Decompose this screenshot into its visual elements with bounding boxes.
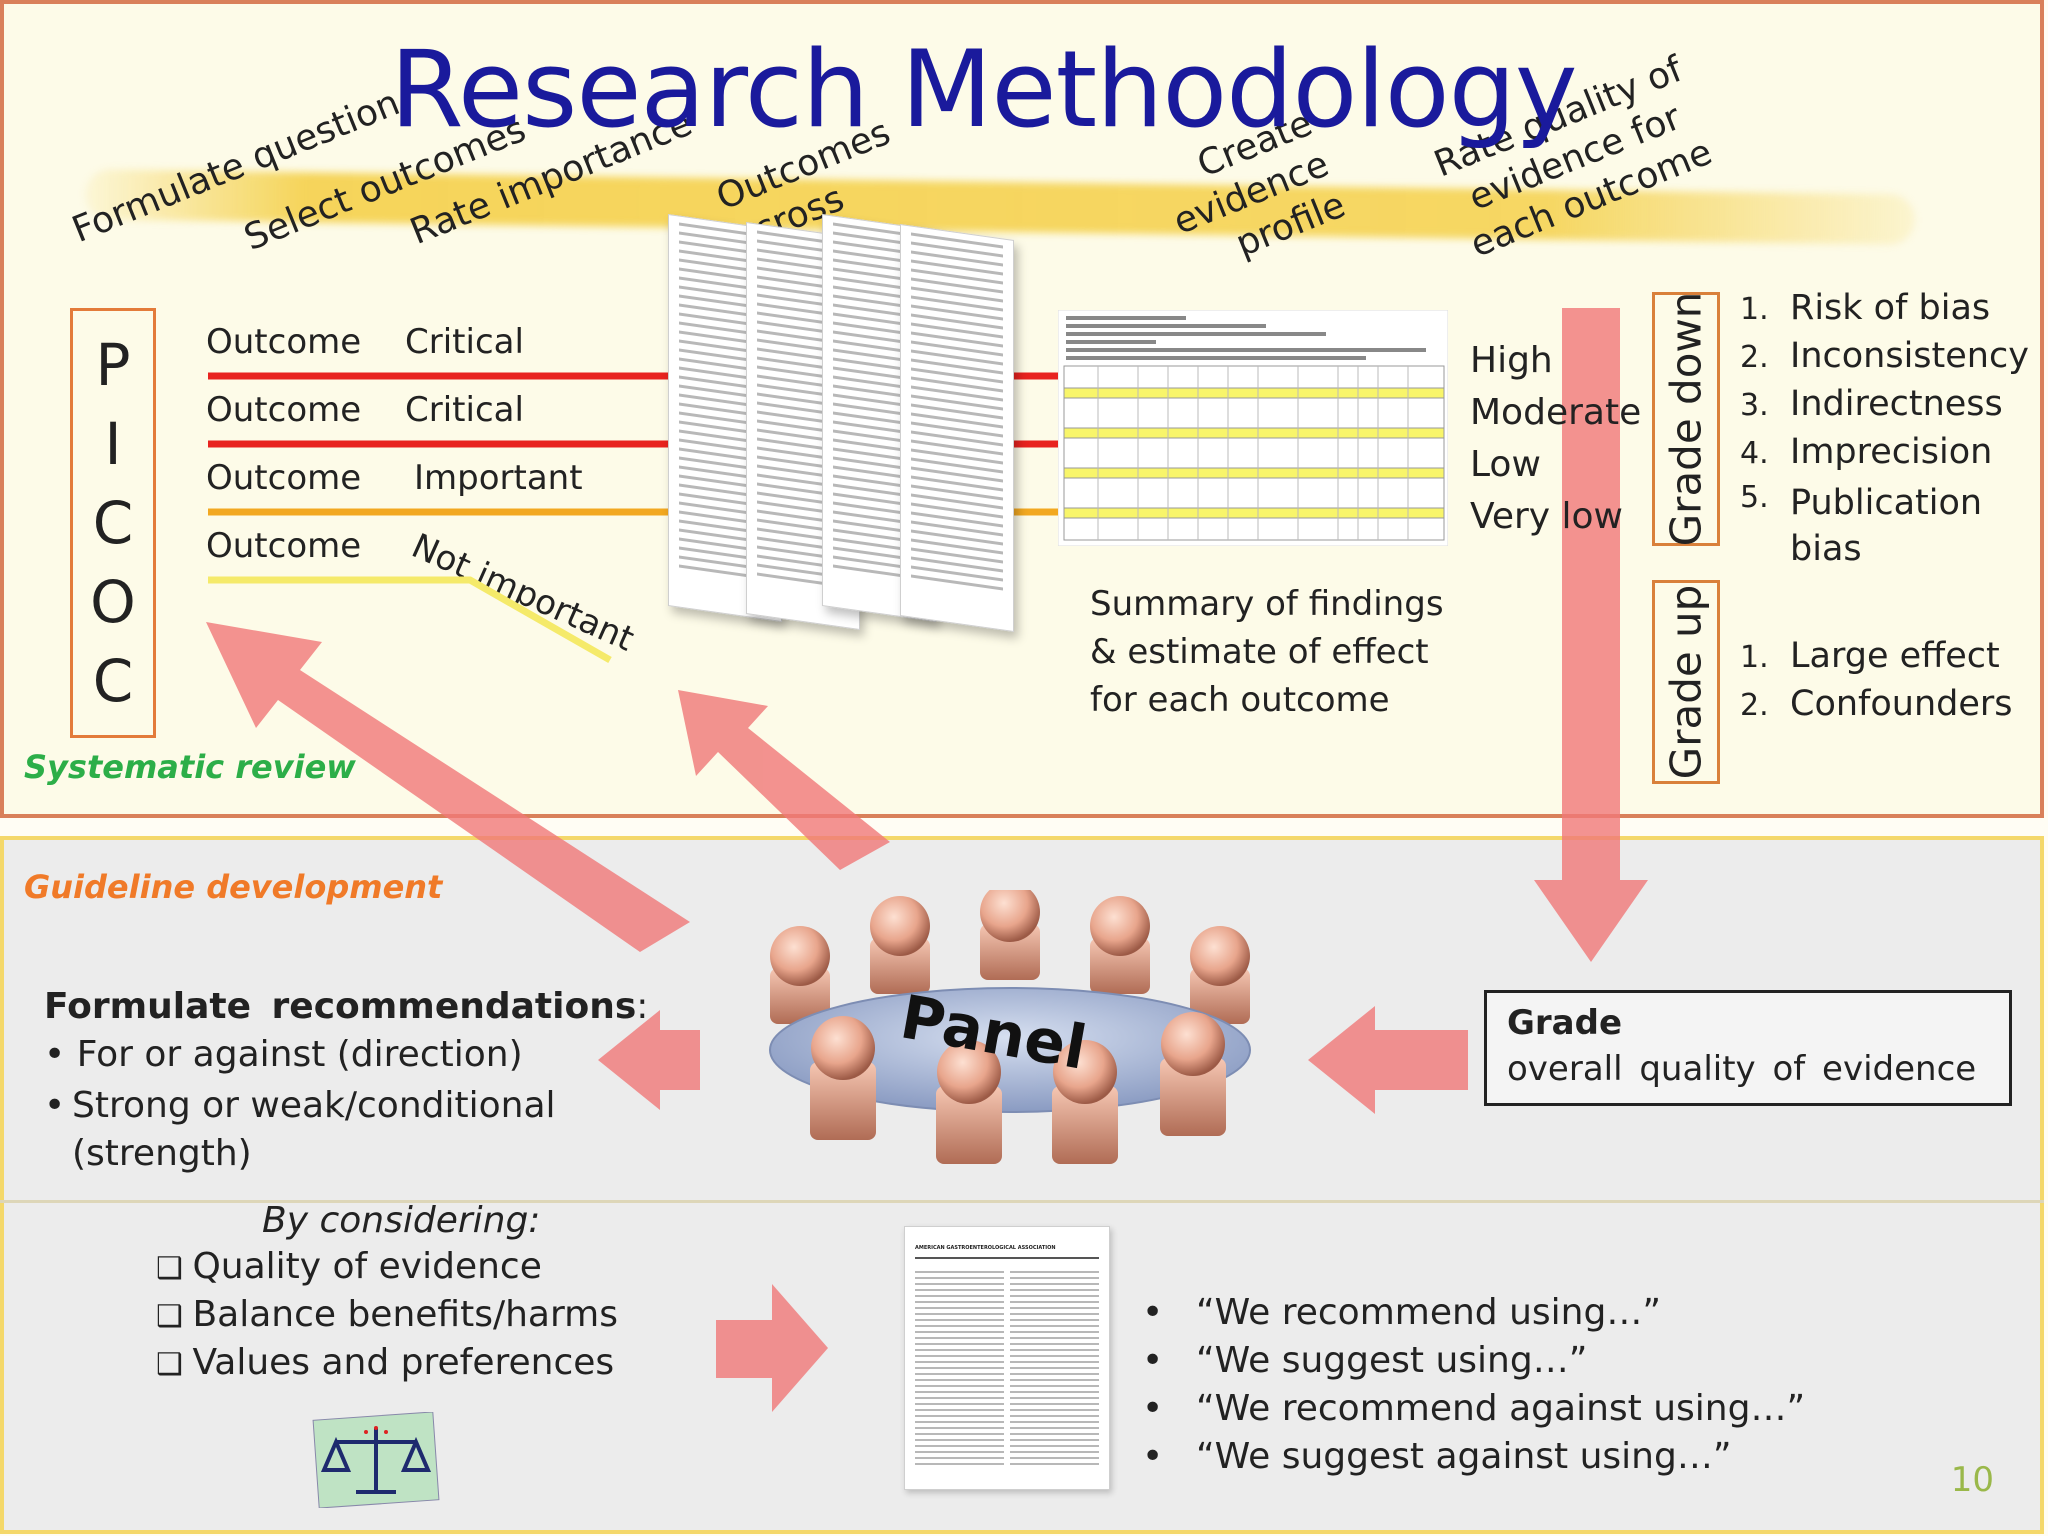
arrow-panel-to-recs [598,1010,700,1110]
guideline-development-label: Guideline development [24,868,443,906]
recommendation-phrases: •“We recommend using…” •“We suggest usin… [1142,1292,1805,1484]
panel-illustration [769,890,1251,1164]
phrase-item: •“We suggest using…” [1142,1340,1588,1381]
panel-table [769,987,1251,1113]
systematic-review-panel [0,0,2044,818]
outcome-label-2: Outcome [206,390,362,430]
arrow-considering-to-guideline [716,1284,828,1412]
considering-item: ❑ Balance benefits/harms [156,1294,618,1335]
grade-down-item: 1.Risk of bias [1740,288,1991,328]
evidence-profile-table [1058,310,1448,546]
arrow-down-to-grade [1534,308,1648,962]
grade-up-item: 1.Large effect [1740,636,2000,676]
picoc-letter-i: I [104,409,122,478]
outcome-label-1: Outcome [206,322,362,362]
grade-box: Grade overall quality of evidence [1484,990,2012,1106]
grade-up-list: 1.Large effect 2.Confounders [1740,636,2040,732]
grade-up-label: Grade up [1661,584,1711,780]
recommendations-heading: Formulate recommendations: [44,986,649,1027]
grade-down-label: Grade down [1661,291,1711,547]
grade-down-item: 2.Inconsistency [1740,336,2029,376]
page-title: Research Methodology [390,28,1578,151]
recommendations: Formulate recommendations: • For or agai… [44,986,684,1178]
considering-item: ❑ Quality of evidence [156,1246,542,1287]
recommendation-item: •Strong or weak/conditional (strength) [44,1085,556,1174]
phrase-item: •“We suggest against using…” [1142,1436,1732,1477]
guideline-document: AMERICAN GASTROENTEROLOGICAL ASSOCIATION [904,1226,1110,1490]
quality-moderate: Moderate [1470,392,1642,433]
picoc-letter-c2: C [92,647,134,716]
picoc-box: P I C O C [70,308,156,738]
quality-high: High [1470,340,1553,381]
section-divider [0,1200,2044,1203]
summary-line-3: for each outcome [1090,680,1390,720]
grade-down-item: 5.Publication bias [1740,480,1983,569]
arrow-panel-to-picoc [206,622,690,952]
grade-down-box: Grade down [1652,292,1720,546]
picoc-letter-p: P [95,330,131,399]
page-number: 10 [1950,1460,1994,1500]
outcome-importance-1: Critical [405,322,524,362]
phrase-item: •“We recommend using…” [1142,1292,1661,1333]
considering-heading: By considering: [262,1200,541,1241]
study-document-4 [900,223,1014,633]
arrow-grade-to-panel [1308,1006,1468,1114]
summary-line-1: Summary of findings [1090,584,1444,624]
guideline-document-header: AMERICAN GASTROENTEROLOGICAL ASSOCIATION [915,1245,1056,1251]
outcome-label-4: Outcome [206,526,362,566]
arrow-panel-to-studies [678,690,890,870]
outcome-importance-2: Critical [405,390,524,430]
grade-down-item: 4.Imprecision [1740,432,1993,472]
outcome-importance-3: Important [414,458,583,498]
summary-line-2: & estimate of effect [1090,632,1429,672]
outcome-label-3: Outcome [206,458,362,498]
considering-list: ❑ Quality of evidence ❑ Balance benefits… [156,1246,618,1390]
considering-item: ❑ Values and preferences [156,1342,615,1383]
phrase-item: •“We recommend against using…” [1142,1388,1806,1429]
grade-box-title: Grade [1507,1003,1623,1043]
recommendation-item: • For or against (direction) [44,1034,523,1075]
back-row-people [770,890,1250,1024]
quality-low: Low [1470,444,1541,485]
not-important-line [208,576,612,664]
grade-up-box: Grade up [1652,580,1720,784]
grade-down-item: 3.Indirectness [1740,384,2003,424]
grade-down-list: 1.Risk of bias 2.Inconsistency 3.Indirec… [1740,288,2040,572]
grade-up-item: 2.Confounders [1740,684,2013,724]
grade-box-subtitle: overall quality of evidence [1507,1049,1977,1089]
quality-very-low: Very low [1470,496,1623,537]
scales-of-justice-icon [312,1412,440,1508]
systematic-review-label: Systematic review [24,748,356,786]
front-row-people [810,1012,1226,1164]
picoc-letter-o: O [90,568,136,637]
picoc-letter-c: C [92,488,134,557]
